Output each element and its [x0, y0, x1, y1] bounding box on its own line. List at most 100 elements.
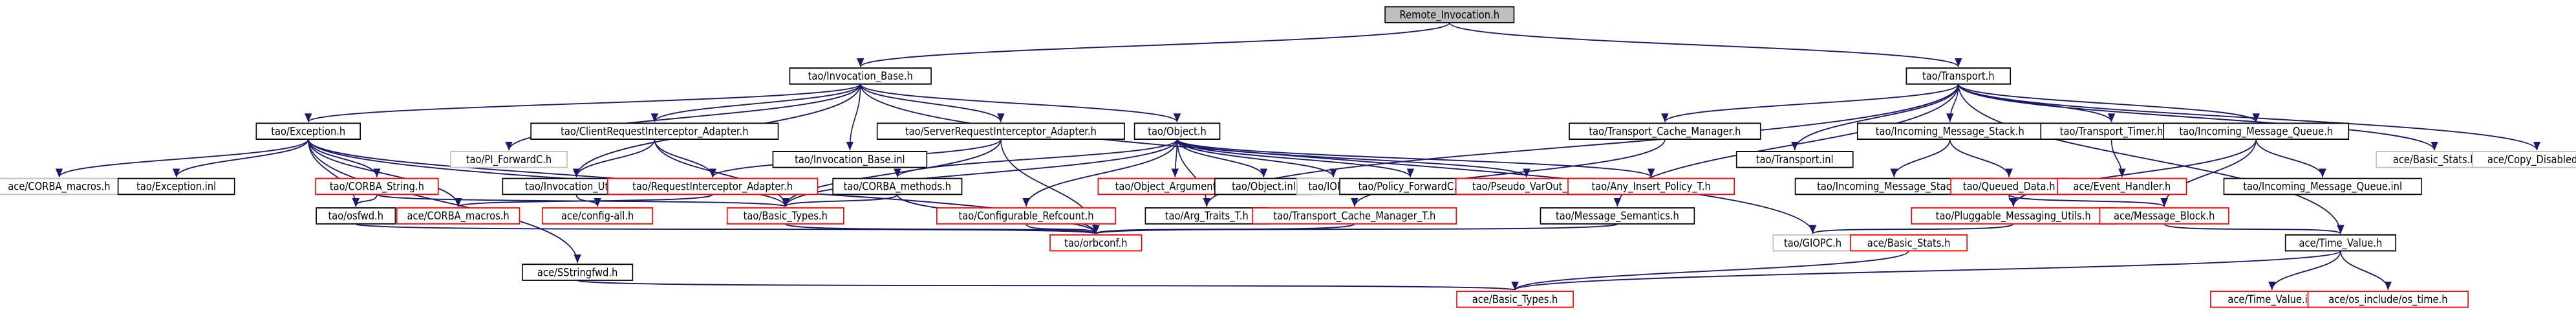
node-label: tao/Object.inl: [1232, 180, 1296, 193]
edge-layer: [55, 22, 2541, 291]
node-box: [726, 207, 844, 225]
node-corba-methods[interactable]: tao/CORBA_methods.h: [832, 177, 963, 196]
node-label: tao/CORBA_methods.h: [844, 180, 952, 194]
node-orbconf[interactable]: tao/orbconf.h: [1049, 234, 1143, 252]
node-invocation-base[interactable]: tao/Invocation_Base.h: [789, 67, 932, 85]
node-label: tao/ClientRequestInterceptor_Adapter.h: [561, 124, 748, 138]
node-label: ace/Event_Handler.h: [2073, 180, 2171, 194]
edge-transport-timer-to-event-handler: [2110, 139, 2126, 177]
node-config-all[interactable]: ace/config-all.h: [542, 207, 654, 225]
node-label: tao/Incoming_Message_Stack.h: [1876, 124, 2024, 138]
node-label: ace/CORBA_macros.h: [407, 209, 510, 223]
node-label: tao/PI_ForwardC.h: [466, 153, 552, 166]
node-queued-data[interactable]: tao/Queued_Data.h: [1950, 177, 2068, 196]
node-label: tao/Basic_Types.h: [744, 209, 828, 223]
node-copy-disabled[interactable]: ace/Copy_Disabled.h: [2472, 151, 2576, 168]
node-transport-cache-manager[interactable]: tao/Transport_Cache_Manager.h: [1569, 122, 1761, 140]
node-label: tao/Transport_Cache_Manager.h: [1589, 124, 1741, 138]
node-label: tao/Incoming_Message_Stack.inl: [1817, 180, 1971, 194]
node-corba-macros-plain[interactable]: ace/CORBA_macros.h: [0, 177, 122, 196]
node-label: tao/Configurable_Refcount.h: [959, 209, 1094, 223]
node-invocation-base-inl[interactable]: tao/Invocation_Base.inl: [772, 151, 928, 168]
node-box: [789, 67, 932, 85]
edge-object-to-pseudo-varout-t: [1176, 139, 1530, 178]
node-label: tao/Transport_Timer.h: [2060, 124, 2163, 138]
edge-incoming-message-queue-to-pluggable-messaging-utils: [2010, 139, 2257, 207]
node-remote-invocation[interactable]: Remote_Invocation.h: [1384, 6, 1515, 23]
edge-incoming-message-queue-to-incoming-message-queue-inl: [2255, 139, 2326, 177]
node-box: [522, 264, 634, 281]
node-label: ace/CORBA_macros.h: [8, 180, 110, 194]
node-sstringfwd[interactable]: ace/SStringfwd.h: [522, 264, 634, 281]
node-transport-timer[interactable]: tao/Transport_Timer.h: [2040, 122, 2183, 140]
node-any-insert-policy-t[interactable]: tao/Any_Insert_Policy_T.h: [1567, 177, 1735, 196]
node-pi-forwardc[interactable]: tao/PI_ForwardC.h: [450, 151, 568, 168]
node-event-handler[interactable]: ace/Event_Handler.h: [2057, 177, 2187, 196]
node-ace-basic-types[interactable]: ace/Basic_Types.h: [1456, 291, 1574, 308]
node-basic-types-tao[interactable]: tao/Basic_Types.h: [726, 207, 844, 225]
node-label: tao/Transport.inl: [1756, 153, 1834, 166]
node-object[interactable]: tao/Object.h: [1133, 122, 1221, 140]
node-layer: Remote_Invocation.h tao/Invocation_Base.h…: [0, 6, 2576, 308]
node-label: tao/Invocation_Utils.h: [525, 180, 628, 194]
node-configurable-refcount[interactable]: tao/Configurable_Refcount.h: [936, 207, 1117, 225]
node-corba-string[interactable]: tao/CORBA_String.h: [315, 177, 439, 196]
edge-exception-to-ace-corba-macros: [307, 139, 462, 207]
node-box: [936, 207, 1117, 225]
node-transport-cache-manager-t[interactable]: tao/Transport_Cache_Manager_T.h: [1252, 207, 1457, 225]
node-object-inl[interactable]: tao/Object.inl: [1214, 177, 1313, 196]
node-exception-inl[interactable]: tao/Exception.inl: [117, 177, 235, 196]
node-transport-inl[interactable]: tao/Transport.inl: [1735, 151, 1854, 168]
node-box: [1214, 177, 1313, 196]
node-label: tao/Pseudo_VarOut_T.h: [1472, 180, 1581, 194]
node-box: [2472, 151, 2576, 168]
node-giopc[interactable]: tao/GIOPC.h: [1772, 234, 1853, 252]
edge-message-semantics-to-orbconf: [1092, 223, 1618, 234]
node-label: tao/Transport.h: [1922, 69, 1995, 82]
node-label: ace/Copy_Disabled.h: [2487, 153, 2576, 166]
node-label: tao/ServerRequestInterceptor_Adapter.h: [905, 124, 1097, 138]
node-box: [1911, 207, 2116, 225]
node-box: [2223, 177, 2422, 196]
node-ace-corba-macros[interactable]: ace/CORBA_macros.h: [396, 207, 521, 225]
node-label: tao/Invocation_Base.inl: [795, 153, 905, 166]
node-box: [1456, 291, 1574, 308]
node-label: tao/Queued_Data.h: [1963, 180, 2055, 194]
node-arg-traits-t[interactable]: tao/Arg_Traits_T.h: [1144, 207, 1269, 225]
edge-invocation-base-to-pi-forwardc: [505, 84, 861, 151]
node-incoming-message-queue[interactable]: tao/Incoming_Message_Queue.h: [2163, 122, 2350, 140]
node-exception[interactable]: tao/Exception.h: [255, 122, 361, 140]
edge-client-ri-adapter-to-requestinterceptor-adapter: [654, 139, 716, 177]
node-os-time[interactable]: ace/os_include/os_time.h: [2307, 291, 2469, 308]
node-label: tao/Incoming_Message_Queue.inl: [2243, 180, 2402, 194]
node-incoming-message-queue-inl[interactable]: tao/Incoming_Message_Queue.inl: [2223, 177, 2422, 196]
edge-basic-stats-incomplete-to-ace-basic-types: [1511, 250, 1909, 291]
node-box: [530, 122, 779, 140]
node-requestinterceptor-adapter[interactable]: tao/RequestInterceptor_Adapter.h: [607, 177, 819, 196]
node-osfwd[interactable]: tao/osfwd.h: [316, 207, 396, 225]
node-box: [1252, 207, 1457, 225]
node-box: [1384, 6, 1515, 23]
node-basic-stats-incomplete[interactable]: ace/Basic_Stats.h: [1850, 234, 1968, 252]
edge-time-value-to-ace-basic-types: [1511, 250, 2341, 291]
node-message-semantics[interactable]: tao/Message_Semantics.h: [1540, 207, 1695, 225]
node-incoming-message-stack[interactable]: tao/Incoming_Message_Stack.h: [1856, 122, 2043, 140]
node-server-ri-adapter[interactable]: tao/ServerRequestInterceptor_Adapter.h: [876, 122, 1125, 140]
edge-object-to-object-inl: [1176, 139, 1268, 178]
node-time-value[interactable]: ace/Time_Value.h: [2284, 234, 2396, 252]
edge-object-to-arg-traits-t: [1176, 139, 1210, 207]
edge-transport-to-copy-disabled: [1958, 84, 2541, 151]
node-box: [1133, 122, 1221, 140]
node-client-ri-adapter[interactable]: tao/ClientRequestInterceptor_Adapter.h: [530, 122, 779, 140]
node-label: tao/osfwd.h: [328, 209, 383, 222]
node-box: [2099, 207, 2229, 225]
edge-corba-string-to-osfwd: [352, 194, 378, 207]
node-pluggable-messaging-utils[interactable]: tao/Pluggable_Messaging_Utils.h: [1911, 207, 2116, 225]
edge-requestinterceptor-adapter-to-ace-corba-macros: [455, 194, 713, 208]
edge-transport-to-time-value: [1958, 84, 2345, 234]
node-box: [2040, 122, 2183, 140]
edge-incoming-message-stack-to-queued-data: [1949, 139, 2013, 177]
node-transport[interactable]: tao/Transport.h: [1905, 67, 2012, 85]
node-message-block[interactable]: ace/Message_Block.h: [2099, 207, 2229, 225]
node-label: tao/Any_Insert_Policy_T.h: [1592, 180, 1711, 194]
